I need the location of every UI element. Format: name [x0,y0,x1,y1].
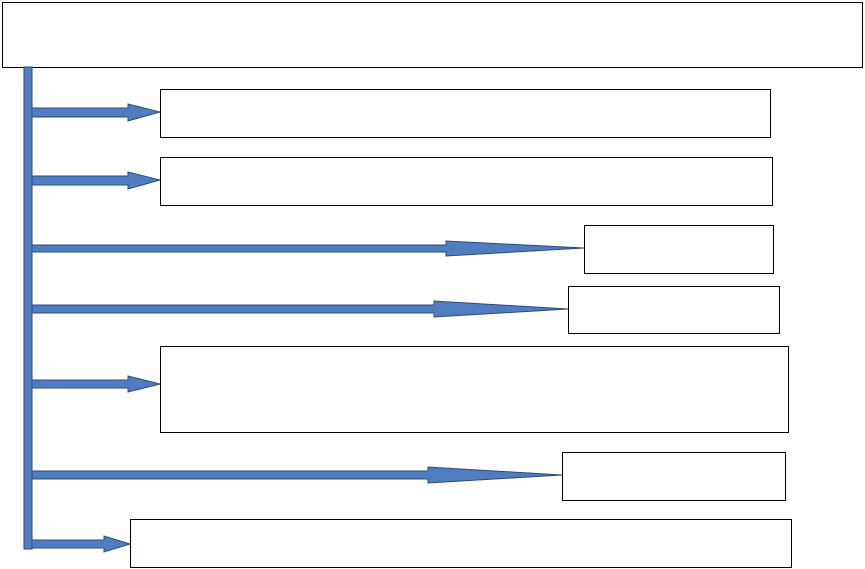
box-2 [160,157,773,206]
box-3 [584,225,774,274]
arrow-5 [31,375,161,393]
box-6 [562,452,786,501]
vertical-trunk [23,66,33,550]
arrow-7 [31,535,132,553]
box-7 [130,519,792,568]
arrow-3 [31,240,585,257]
arrow-6 [31,466,563,484]
box-4 [568,286,780,334]
arrow-1 [31,103,162,122]
arrow-4 [31,300,569,318]
box-5 [160,346,789,433]
box-1 [160,89,771,138]
header-box [2,2,863,68]
arrow-2 [31,171,162,190]
